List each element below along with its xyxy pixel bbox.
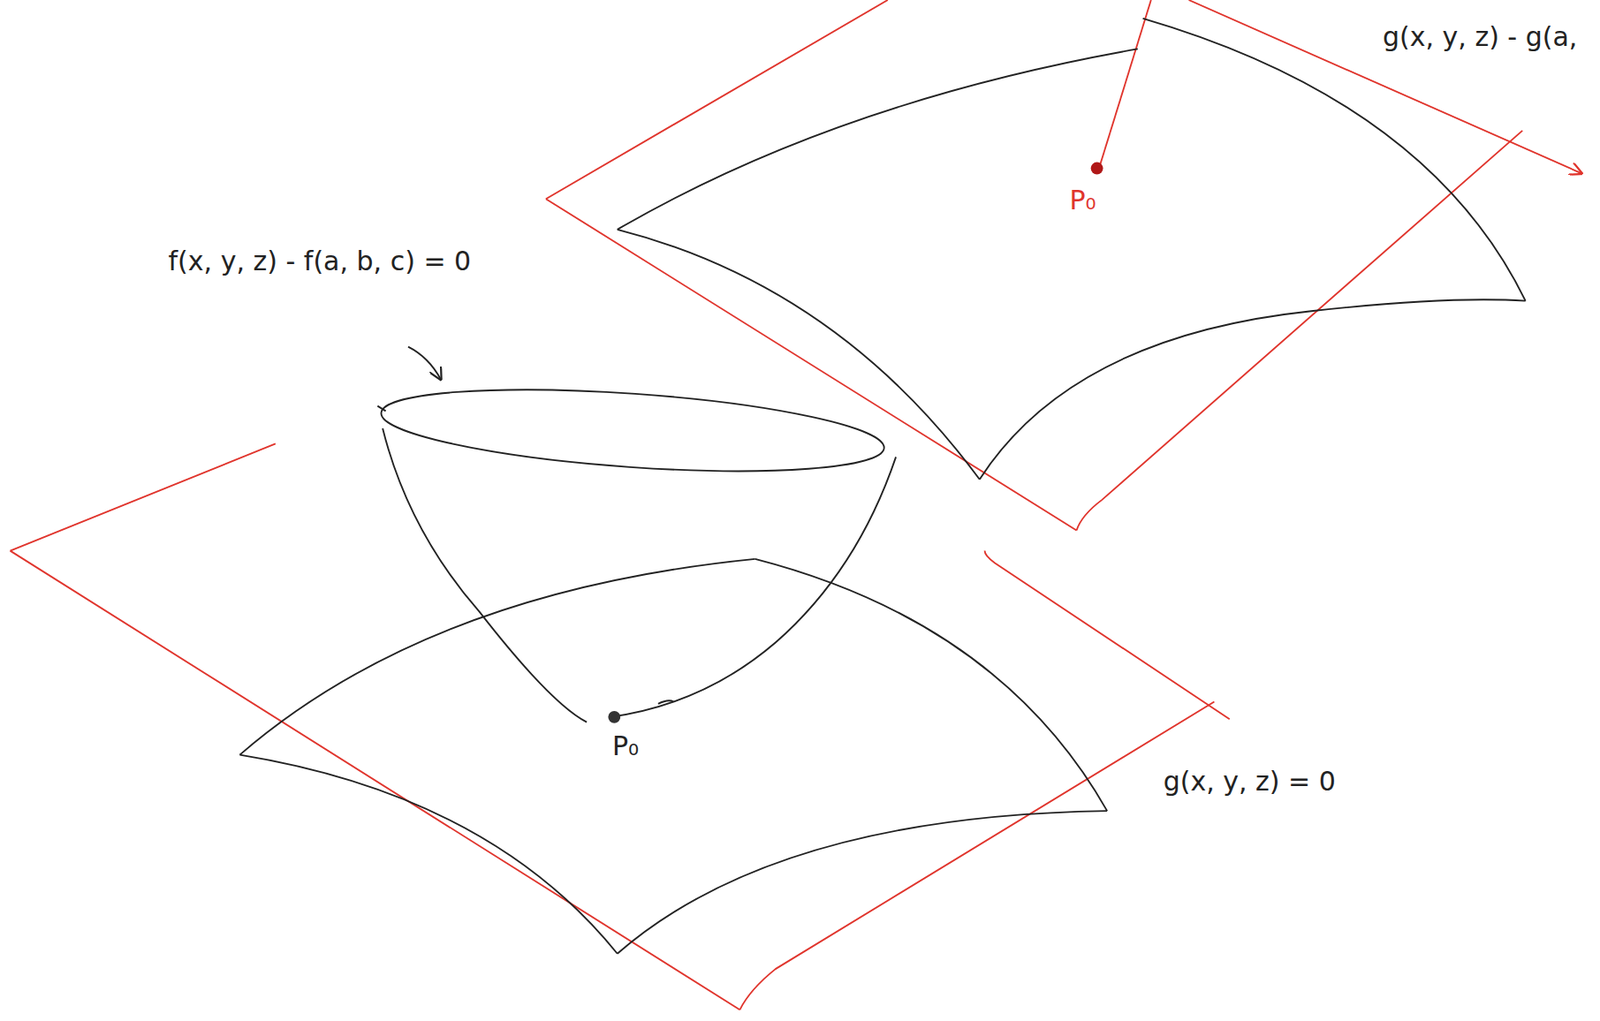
surface-equation: g(x, y, z) - g(a, — [1382, 20, 1578, 54]
tangent-plane — [545, 0, 1582, 531]
upper-surface — [617, 18, 1526, 480]
surface-equation: g(x, y, z) = 0 — [1163, 765, 1336, 799]
constraint-surface — [239, 559, 1108, 955]
point-dot — [607, 711, 621, 724]
point-dot — [1091, 162, 1104, 175]
level-surface — [377, 376, 896, 723]
leader-arrow — [408, 347, 441, 380]
tangent-plane — [10, 443, 1230, 1010]
point-label: P₀ — [612, 729, 639, 764]
surface-equation: f(x, y, z) - f(a, b, c) = 0 — [168, 244, 475, 279]
point-label: P₀ — [1069, 183, 1096, 218]
